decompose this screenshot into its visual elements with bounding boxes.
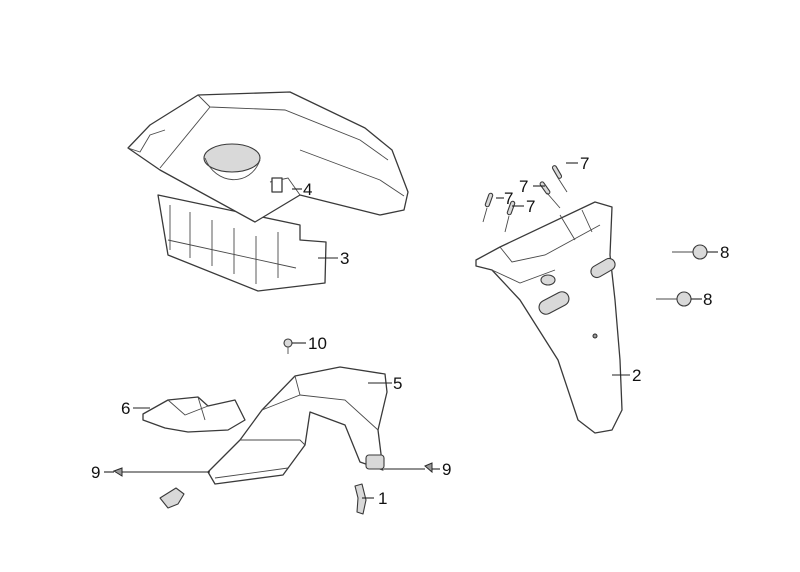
callout-4: 4: [303, 180, 312, 199]
callout-7c: 7: [504, 189, 513, 208]
part-5-inner-fender[interactable]: [207, 366, 388, 485]
part-9-clips[interactable]: [112, 462, 433, 477]
callout-9b: 9: [442, 460, 451, 479]
bolt-8a: [672, 244, 708, 260]
callout-8b: 8: [703, 290, 712, 309]
callout-10: 10: [308, 334, 327, 353]
callout-1: 1: [378, 489, 387, 508]
screw-7d: [504, 200, 516, 233]
callout-7b: 7: [519, 177, 528, 196]
callout-2: 2: [632, 366, 641, 385]
part-6-splash-shield[interactable]: [142, 396, 246, 433]
part-2-rear-fender[interactable]: [475, 201, 623, 434]
callout-9a: 9: [91, 463, 100, 482]
callout-6: 6: [121, 399, 130, 418]
callout-5: 5: [393, 374, 402, 393]
leader-lines: [104, 162, 718, 499]
callout-7d: 7: [526, 197, 535, 216]
part-7-screws[interactable]: [482, 165, 568, 233]
callout-labels: 1 2 3 4 5 6 7 7 7 7 8 8 9 9 10: [91, 154, 729, 508]
screw-7a: [551, 165, 568, 193]
screw-7b: [539, 181, 561, 209]
callout-3: 3: [340, 249, 349, 268]
part-4-storage-box[interactable]: [127, 91, 409, 223]
part-10-screw[interactable]: [283, 338, 293, 354]
callout-8a: 8: [720, 243, 729, 262]
screw-7c: [482, 192, 494, 223]
clip[interactable]: [159, 487, 185, 509]
bolt-8b: [656, 291, 692, 307]
part-8-bolts[interactable]: [656, 244, 708, 307]
part-3-inner-liner[interactable]: [157, 194, 327, 292]
callout-7a: 7: [580, 154, 589, 173]
part-1-bracket[interactable]: [354, 483, 367, 515]
